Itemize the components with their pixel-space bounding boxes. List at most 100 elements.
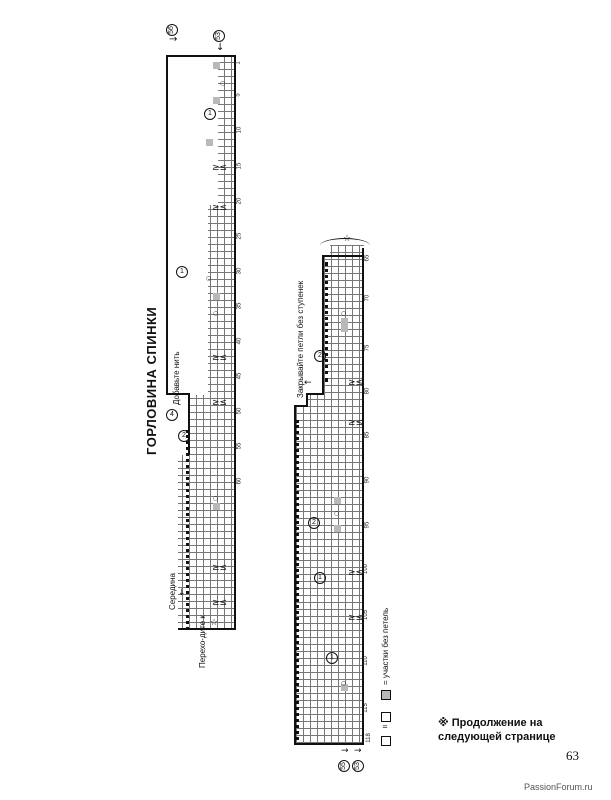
grey-cell [213,503,220,510]
row-number: 60 [236,477,243,485]
marker-circle: 2 [308,517,320,529]
middle-label: Середина [168,573,177,610]
yarn-over-symbol: ○ [213,310,219,317]
marker-label: 4 [170,411,174,418]
marker-circle: 53 [213,30,225,42]
watermark-text: PassionForum.ru [524,782,593,792]
marker-circle: 1 [176,266,188,278]
upper-chart-dashed-edge [186,430,192,630]
lower-chart-step-edge [294,405,308,407]
grey-cell [213,97,220,104]
marker-circle: 1 [314,572,326,584]
row-number: 80 [364,387,371,395]
marker-circle: 56 [166,24,178,36]
row-number: 85 [364,431,371,439]
row-number: 10 [236,126,243,134]
grey-cell [213,62,220,69]
row-number: 110 [362,656,369,666]
marker-label: 1 [330,654,334,661]
marker-circle: 2 [178,430,190,442]
marker-label: 1 [318,574,322,581]
upper-chart-outer-edge [166,55,168,395]
star-icon: ☆ [343,234,352,244]
cable-symbol: ≥≤ [348,568,364,578]
marker-circle: 55 [338,760,350,772]
yarn-over-symbol: ○ [213,495,219,502]
add-yarn-label: Добавьте нить [172,351,181,405]
lower-chart-step-edge-3 [306,393,324,395]
yarn-over-symbol: ○ [341,310,347,317]
marker-label: 1 [208,110,212,117]
cable-symbol: ≥≤ [348,613,364,623]
cable-symbol: ≥≤ [348,418,364,428]
lower-chart-dashed-edge [296,420,302,740]
marker-circle: 4 [166,409,178,421]
continuation-note: ※ Продолжение на следующей странице [438,717,556,743]
cable-symbol: ≥≤ [212,598,228,608]
upper-chart-step-mask [168,55,208,395]
lower-chart-right-edge [362,248,364,745]
row-number: 118 [365,733,372,743]
star-icon: ☆ [210,618,219,628]
arrow-icon: → [354,746,362,756]
marker-circle: 2 [314,350,326,362]
row-number: 100 [363,563,370,575]
arrow-icon: ↓ [178,588,186,598]
lower-chart-step-mask [296,245,322,395]
upper-chart-top-edge [166,55,236,57]
lower-chart-step-mask-3 [296,395,306,407]
page-number: 63 [566,748,579,763]
upper-chart-bottom-edge [178,628,236,630]
grey-cell [213,293,220,300]
lower-chart-dashed-edge-top [325,262,331,382]
row-number: 15 [236,162,243,170]
row-number: 20 [236,197,243,205]
arrow-icon: ↓ [216,42,225,53]
marker-circle: 53 [352,760,364,772]
row-number: 25 [236,232,243,240]
row-number: 95 [364,521,371,529]
lower-chart-left-edge [294,405,296,745]
row-number: 75 [364,344,371,352]
row-number: 55 [236,442,243,450]
legend-no-loop-swatch [381,690,391,700]
cable-symbol: ≥≤ [212,563,228,573]
marker-circle: 1 [326,652,338,664]
legend-blank-swatch [381,736,391,746]
lower-chart-step-edge-4 [322,255,324,395]
marker-label: 2 [312,519,316,526]
upper-chart-step-edge-2 [188,393,190,455]
legend-no-loop-label: = участки без петель [381,607,390,685]
grey-cell [341,684,348,691]
cable-symbol: ≥≤ [212,353,228,363]
marker-label: 56 [168,26,175,34]
legend-equals: = [382,723,388,731]
grey-cell [341,318,348,325]
marker-label: 53 [215,32,222,40]
page-title: ГОРЛОВИНА СПИНКИ [144,306,159,455]
lower-chart-arc [320,238,370,253]
row-number: 70 [364,294,371,302]
lower-chart-step-edge-2 [306,393,308,407]
upper-chart-step-mask-4 [168,455,178,630]
yarn-over-symbol: ○ [341,680,347,687]
cable-symbol: ≥≤ [212,398,228,408]
marker-label: 2 [182,432,186,439]
upper-chart-step-mask-2 [208,55,218,205]
lower-chart-bottom-edge [294,743,364,745]
row-number: 65 [364,254,371,262]
upper-chart-right-edge [234,55,236,630]
row-number: 45 [236,372,243,380]
go-to-label: Перехо-дите к [198,615,207,668]
row-number: 5 [235,93,242,97]
yarn-over-symbol: ○ [206,275,212,282]
marker-circle: 1 [204,108,216,120]
cable-symbol: ≥≤ [212,203,228,213]
arrow-icon: → [341,746,349,756]
yarn-over-symbol: ○ [334,510,340,517]
marker-label: 2 [318,352,322,359]
row-number: 105 [363,609,370,621]
grey-cell [334,497,341,504]
cable-symbol: ≥≤ [212,163,228,173]
upper-chart-step-edge [166,393,190,395]
